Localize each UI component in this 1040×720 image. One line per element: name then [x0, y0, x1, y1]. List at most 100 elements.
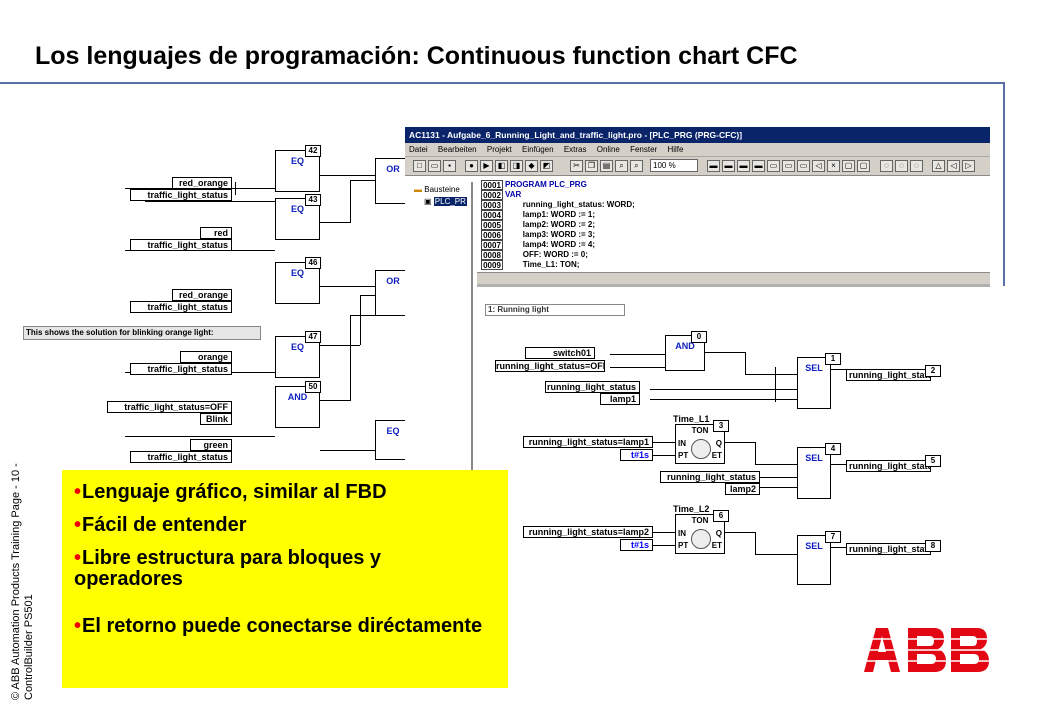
output-rls-2: running_light_status: [846, 460, 931, 472]
find-icon[interactable]: ⌕: [615, 160, 628, 172]
back-icon[interactable]: ◁: [947, 160, 960, 172]
save-icon[interactable]: ▪: [443, 160, 456, 172]
input-rls-1: running_light_status: [545, 381, 640, 393]
output-rls-1: running_light_status: [846, 369, 931, 381]
code-line: lamp1: WORD := 1;: [505, 210, 596, 219]
menu-extras[interactable]: Extras: [563, 145, 587, 154]
sel-block-7: SEL: [797, 535, 831, 585]
input-rls-2: running_light_status: [660, 471, 760, 483]
sel-block-4: SEL: [797, 447, 831, 499]
eq-block-47: EQ: [275, 336, 320, 378]
pane-splitter[interactable]: [477, 284, 990, 287]
input-switch01: switch01: [525, 347, 595, 359]
new-file-icon[interactable]: □: [413, 160, 426, 172]
menu-online[interactable]: Online: [596, 145, 620, 154]
title-rule: [0, 82, 1005, 84]
cut-icon[interactable]: ✂: [570, 160, 583, 172]
menu-datei[interactable]: Datei: [409, 145, 428, 154]
set-reset-icon[interactable]: ×: [827, 160, 840, 172]
and-block-50: AND: [275, 386, 320, 428]
output-element-icon[interactable]: ▬: [722, 160, 735, 172]
key-points-box: •Lenguaje gráfico, similar al FBD •Fácil…: [62, 470, 508, 688]
zoom-select[interactable]: 100 %: [650, 159, 698, 172]
copy-icon[interactable]: ❐: [585, 160, 598, 172]
right-rule: [1003, 83, 1005, 286]
bullet-4: •El retorno puede conectarse diréctament…: [74, 615, 483, 637]
toolbar: □ ▭ ▪ ● ▶ ◧ ◨ ◆ ◩ ✂ ❐ ▤ ⌕ ⌕ 100 % ▬ ▬ ▬ …: [405, 157, 990, 176]
input-blink: Blink: [200, 413, 232, 425]
timer-icon: [691, 529, 711, 549]
input-orange: orange: [180, 351, 232, 363]
block-number: 7: [825, 531, 841, 543]
bullet-3: •Libre estructura para bloques y operado…: [74, 547, 381, 590]
zoom-in-icon[interactable]: ◌: [880, 160, 893, 172]
tree-root-label: Bausteine: [424, 185, 460, 194]
input-rls-off: running_light_status=OFF: [495, 360, 605, 372]
declaration-editor[interactable]: 0001 PROGRAM PLC_PRG 0002 VAR 0003 runni…: [477, 177, 990, 277]
menu-hilfe[interactable]: Hilfe: [667, 145, 684, 154]
line-number: 0007: [481, 240, 503, 250]
return-element-icon[interactable]: ▭: [782, 160, 795, 172]
breakpoint-icon[interactable]: ◆: [525, 160, 538, 172]
connector-icon[interactable]: ▢: [842, 160, 855, 172]
input-lamp2: lamp2: [725, 483, 760, 495]
label-element-icon[interactable]: ▭: [767, 160, 780, 172]
block-number: 46: [305, 257, 321, 269]
and-block-0: AND: [665, 335, 705, 371]
code-line: running_light_status: WORD;: [505, 200, 635, 209]
input-element-icon[interactable]: ▬: [707, 160, 720, 172]
bullet-2: •Fácil de entender: [74, 514, 247, 536]
line-number: 0005: [481, 220, 503, 230]
stop-icon[interactable]: ●: [465, 160, 478, 172]
eq-block-42: EQ: [275, 150, 320, 192]
input-traffic-light-status-1: traffic_light_status: [130, 189, 232, 201]
line-number: 0006: [481, 230, 503, 240]
jump-element-icon[interactable]: ▬: [752, 160, 765, 172]
tree-item-plc-prg[interactable]: ▣ PLC_PR: [424, 197, 467, 206]
program-icon: ▣: [424, 197, 432, 206]
block-number: 0: [691, 331, 707, 343]
input-red: red: [200, 227, 232, 239]
side-footer: © ABB Automation Products Training Page …: [10, 400, 36, 700]
footer-product: ControlBuilder PS501: [23, 594, 35, 700]
login-icon[interactable]: ◩: [540, 160, 553, 172]
menu-einfuegen[interactable]: Einfügen: [522, 145, 554, 154]
negate-icon[interactable]: ◁: [812, 160, 825, 172]
macro-icon[interactable]: ▢: [857, 160, 870, 172]
forward-icon[interactable]: ▷: [962, 160, 975, 172]
paste-icon[interactable]: ▤: [600, 160, 613, 172]
horizontal-scrollbar[interactable]: [477, 272, 990, 284]
open-folder-icon[interactable]: ▭: [428, 160, 441, 172]
menu-bearbeiten[interactable]: Bearbeiten: [437, 145, 477, 154]
code-line: Time_L1: TON;: [505, 260, 580, 269]
zoom-out-icon[interactable]: ◌: [895, 160, 908, 172]
block-number: 42: [305, 145, 321, 157]
step-over-icon[interactable]: ◨: [510, 160, 523, 172]
menu-bar: Datei Bearbeiten Projekt Einfügen Extras…: [405, 143, 990, 157]
input-traffic-light-status-5: traffic_light_status: [130, 451, 232, 463]
output-rls-3: running_light_status: [846, 543, 931, 555]
find-next-icon[interactable]: ⌕: [630, 160, 643, 172]
code-line: lamp3: WORD := 3;: [505, 230, 596, 239]
eq-block-46: EQ: [275, 262, 320, 304]
line-number: 0003: [481, 200, 503, 210]
order-icon[interactable]: △: [932, 160, 945, 172]
code-line: VAR: [505, 190, 522, 199]
input-traffic-light-status-off: traffic_light_status=OFF: [107, 401, 232, 413]
input-traffic-light-status-3: traffic_light_status: [130, 301, 232, 313]
ton-instance-1: Time_L1: [673, 414, 710, 424]
output-number: 2: [925, 365, 941, 377]
step-icon[interactable]: ◧: [495, 160, 508, 172]
input-lamp1: lamp1: [600, 393, 640, 405]
tree-item-label: PLC_PR: [433, 197, 467, 206]
code-line: lamp4: WORD := 4;: [505, 240, 596, 249]
menu-fenster[interactable]: Fenster: [630, 145, 658, 154]
tree-root[interactable]: ▬ Bausteine: [414, 185, 460, 194]
input-traffic-light-status-4: traffic_light_status: [130, 363, 232, 375]
zoom-reset-icon[interactable]: ◌: [910, 160, 923, 172]
input-t1s-1: t#1s: [620, 449, 653, 461]
comment-element-icon[interactable]: ▭: [797, 160, 810, 172]
menu-projekt[interactable]: Projekt: [486, 145, 512, 154]
run-icon[interactable]: ▶: [480, 160, 493, 172]
box-element-icon[interactable]: ▬: [737, 160, 750, 172]
